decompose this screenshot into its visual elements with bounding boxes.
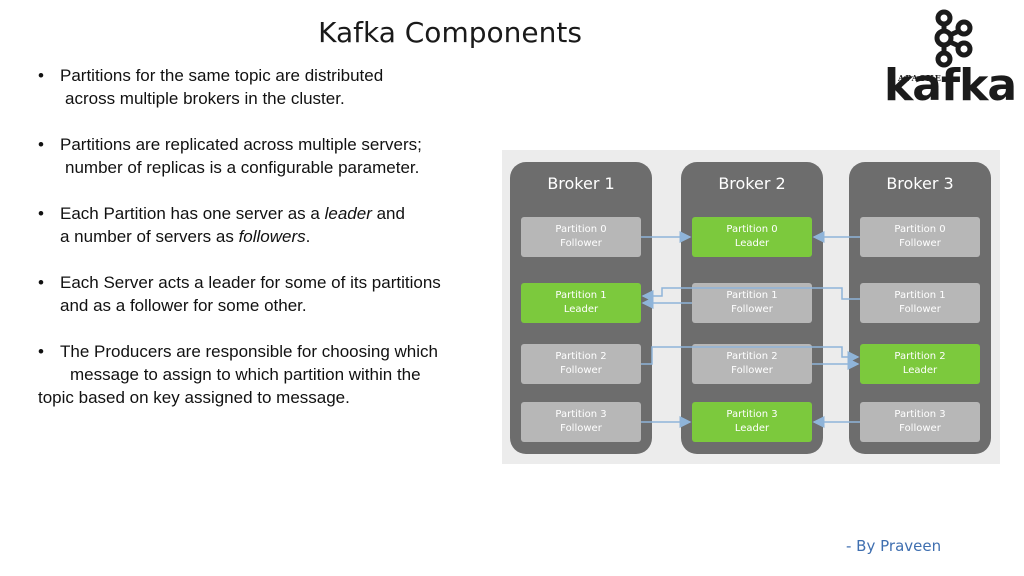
bullet-text: The Producers are responsible for choosi… <box>60 342 438 361</box>
broker-title: Broker 1 <box>547 174 615 193</box>
broker-1: Broker 1 Partition 0 Follower Partition 1… <box>510 162 652 454</box>
bullet-list: • Partitions for the same topic are distr… <box>38 64 508 432</box>
bullet-item: • Partitions are replicated across multip… <box>38 133 508 179</box>
bullet-text: Each Partition has one server as a <box>60 204 325 223</box>
partition-name: Partition 2 <box>726 351 778 362</box>
partition-role: Follower <box>899 238 941 249</box>
bullet-text: message to assign to which partition wit… <box>70 365 421 384</box>
partition-name: Partition 0 <box>726 224 778 235</box>
kafka-logo-icon <box>934 9 973 68</box>
partition-box: Partition 3 Follower <box>521 402 641 442</box>
partition-role: Leader <box>563 304 599 315</box>
partition-role: Leader <box>902 365 938 376</box>
partition-name: Partition 3 <box>726 409 778 420</box>
broker-title: Broker 3 <box>886 174 954 193</box>
broker-2: Broker 2 Partition 0 Leader Partition 1 Fo… <box>681 162 823 454</box>
bullet-text: and as a follower for some other. <box>60 296 307 315</box>
bullet-dot: • <box>38 342 44 361</box>
partition-role: Follower <box>899 304 941 315</box>
partition-role: Follower <box>899 423 941 434</box>
partition-box: Partition 3 Leader <box>692 402 812 442</box>
partition-box: Partition 3 Follower <box>860 402 980 442</box>
bullet-text: . <box>305 227 311 246</box>
partition-name: Partition 0 <box>555 224 607 235</box>
bullet-item: • Partitions for the same topic are distr… <box>38 64 508 110</box>
bullet-text: topic based on key assigned to message. <box>38 388 350 407</box>
partition-role: Leader <box>734 238 770 249</box>
bullet-text: and <box>371 204 405 223</box>
bullet-emphasis: followers <box>238 227 306 246</box>
partition-name: Partition 3 <box>894 409 946 420</box>
partition-name: Partition 1 <box>894 290 946 301</box>
author-byline: - By Praveen <box>846 537 942 555</box>
kafka-logo: APACHE kafka <box>884 8 1017 112</box>
partition-role: Follower <box>731 304 773 315</box>
partition-box: Partition 0 Follower <box>860 217 980 257</box>
bullet-dot: • <box>38 204 44 223</box>
partition-box: Partition 0 Follower <box>521 217 641 257</box>
partition-name: Partition 2 <box>555 351 607 362</box>
bullet-emphasis: leader <box>324 204 372 223</box>
partition-box: Partition 2 Follower <box>692 344 812 384</box>
partition-role: Follower <box>560 423 602 434</box>
partition-role: Follower <box>560 238 602 249</box>
partition-box: Partition 1 Follower <box>692 283 812 323</box>
bullet-text: Partitions are replicated across multipl… <box>60 135 422 154</box>
partition-name: Partition 3 <box>555 409 607 420</box>
bullet-dot: • <box>38 273 44 292</box>
broker-3: Broker 3 Partition 0 Follower Partition 1… <box>849 162 991 454</box>
bullet-text: Each Server acts a leader for some of it… <box>60 273 441 292</box>
slide-title: Kafka Components <box>318 16 582 49</box>
bullet-text: number of replicas is a configurable par… <box>65 158 420 177</box>
partition-box: Partition 2 Follower <box>521 344 641 384</box>
broker-title: Broker 2 <box>718 174 786 193</box>
bullet-text: across multiple brokers in the cluster. <box>65 89 345 108</box>
partition-box: Partition 0 Leader <box>692 217 812 257</box>
partition-name: Partition 0 <box>894 224 946 235</box>
bullet-text: a number of servers as <box>60 227 239 246</box>
broker-diagram: Broker 1 Partition 0 Follower Partition 1… <box>502 150 1000 464</box>
partition-name: Partition 1 <box>555 290 607 301</box>
partition-name: Partition 1 <box>726 290 778 301</box>
partition-role: Leader <box>734 423 770 434</box>
bullet-item: • Each Server acts a leader for some of i… <box>38 271 508 317</box>
partition-box: Partition 1 Leader <box>521 283 641 323</box>
bullet-text: Partitions for the same topic are distri… <box>60 66 384 85</box>
bullet-item: • The Producers are responsible for choos… <box>38 340 508 409</box>
bullet-dot: • <box>38 135 44 154</box>
logo-wordmark: kafka <box>884 60 1017 111</box>
partition-box: Partition 1 Follower <box>860 283 980 323</box>
bullet-item: • Each Partition has one server as a lead… <box>38 202 508 248</box>
bullet-dot: • <box>38 66 44 85</box>
logo-apache-text: APACHE <box>898 73 942 83</box>
partition-role: Follower <box>731 365 773 376</box>
partition-role: Follower <box>560 365 602 376</box>
partition-box: Partition 2 Leader <box>860 344 980 384</box>
partition-name: Partition 2 <box>894 351 946 362</box>
